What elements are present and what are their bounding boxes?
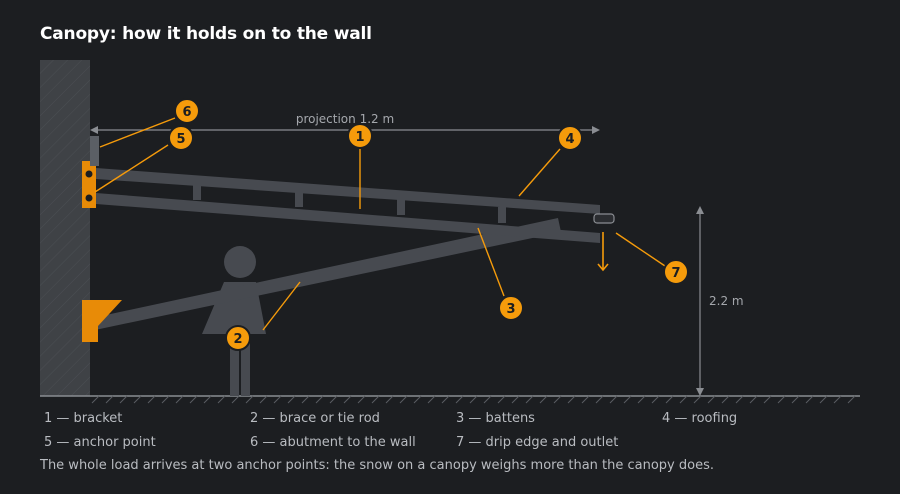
battens <box>193 184 506 223</box>
wall-abutment <box>90 136 99 166</box>
projection-label: projection 1.2 m <box>296 112 394 126</box>
callout-4: 4 <box>557 125 583 151</box>
legend-item: 7 — drip edge and outlet <box>456 435 619 450</box>
svg-text:5: 5 <box>176 132 185 147</box>
height-dimension: 2.2 m <box>696 206 744 396</box>
callout-3: 3 <box>498 295 524 321</box>
callout-2: 2 <box>225 325 251 351</box>
upper-anchor-plate <box>82 161 96 208</box>
page-title: Canopy: how it holds on to the wall <box>40 24 372 44</box>
footnote: The whole load arrives at two anchor poi… <box>40 458 714 473</box>
drip-arrow <box>597 232 609 272</box>
legend-item: 1 — bracket <box>44 411 123 426</box>
callout-1: 1 <box>347 123 373 149</box>
legend-item: 4 — roofing <box>662 411 738 426</box>
legend-item: 5 — anchor point <box>44 435 156 450</box>
legend-item: 6 — abutment to the wall <box>250 435 416 450</box>
person-silhouette <box>202 246 266 396</box>
legend: 1 — bracket 2 — brace or tie rod 3 — bat… <box>44 410 864 452</box>
legend-item: 2 — brace or tie rod <box>250 411 380 426</box>
leader-lines <box>94 117 666 331</box>
ground <box>40 395 860 404</box>
bracket-beam <box>96 193 600 243</box>
callout-5: 5 <box>168 125 194 151</box>
svg-text:2: 2 <box>233 332 242 347</box>
lower-anchor-bracket <box>82 300 122 342</box>
legend-item: 3 — battens <box>456 411 535 426</box>
wall <box>40 60 90 396</box>
svg-text:6: 6 <box>182 105 191 120</box>
svg-text:4: 4 <box>565 132 574 147</box>
svg-text:3: 3 <box>506 302 515 317</box>
svg-text:7: 7 <box>671 266 680 281</box>
callout-7: 7 <box>663 259 689 285</box>
svg-text:1: 1 <box>355 130 364 145</box>
roofing-beam <box>96 168 600 214</box>
height-label: 2.2 m <box>709 294 744 308</box>
brace-tie-rod <box>92 218 561 330</box>
drip-outlet <box>593 213 615 224</box>
callout-6: 6 <box>174 98 200 124</box>
projection-dimension: projection 1.2 m <box>90 112 600 134</box>
